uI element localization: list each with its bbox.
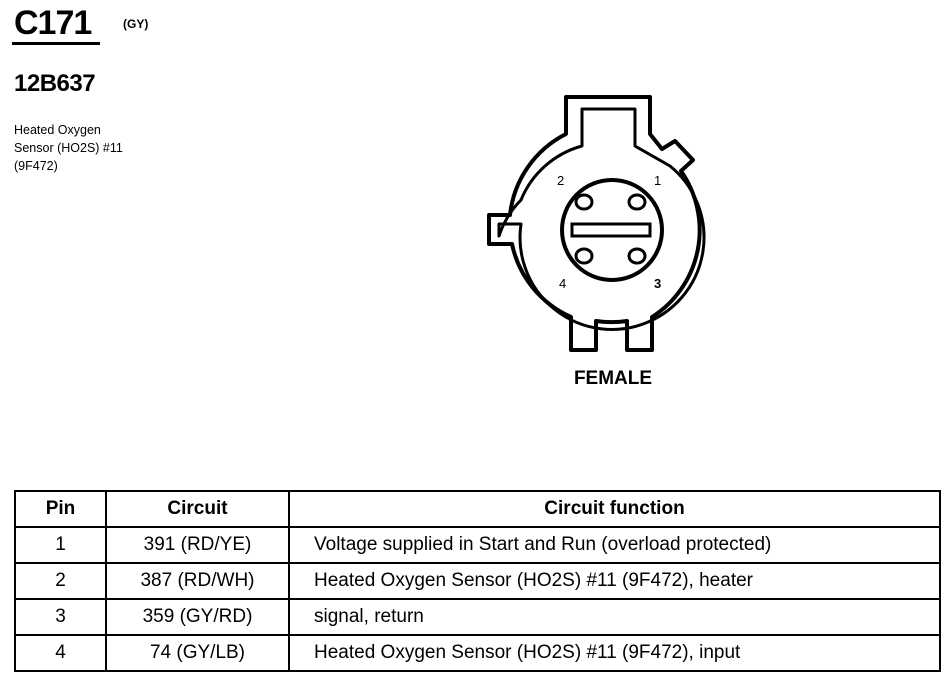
- cell-circuit: 74 (GY/LB): [105, 634, 290, 672]
- connector-color-code: (GY): [123, 17, 149, 31]
- center-key-bar: [570, 222, 652, 238]
- table-row: 1 391 (RD/YE) Voltage supplied in Start …: [14, 526, 941, 564]
- pin-label-4: 4: [559, 276, 566, 291]
- pin-label-2: 2: [557, 173, 564, 188]
- description-line-2: Sensor (HO2S) #11: [14, 141, 123, 155]
- connector-gender-label: FEMALE: [573, 368, 653, 389]
- connector-face-svg: 2 1 4 3: [487, 95, 706, 352]
- header-circuit-function: Circuit function: [288, 490, 941, 528]
- cell-circuit-function: Heated Oxygen Sensor (HO2S) #11 (9F472),…: [288, 634, 941, 672]
- cell-pin: 1: [14, 526, 107, 564]
- pin-label-1: 1: [654, 173, 661, 188]
- part-number: 12B637: [14, 70, 96, 97]
- pin-1-cavity: [627, 193, 647, 211]
- connector-id-underline: [12, 42, 100, 45]
- pin-3-cavity: [627, 247, 647, 265]
- cell-circuit: 359 (GY/RD): [105, 598, 290, 636]
- connector-description: Heated Oxygen Sensor (HO2S) #11 (9F472): [14, 121, 123, 175]
- description-line-3: (9F472): [14, 159, 58, 173]
- table-row: 3 359 (GY/RD) signal, return: [14, 598, 941, 636]
- cell-pin: 3: [14, 598, 107, 636]
- pin-4-cavity: [574, 247, 594, 265]
- cell-circuit-function: Heated Oxygen Sensor (HO2S) #11 (9F472),…: [288, 562, 941, 600]
- table-row: 4 74 (GY/LB) Heated Oxygen Sensor (HO2S)…: [14, 634, 941, 672]
- header-circuit: Circuit: [105, 490, 290, 528]
- pin-label-3: 3: [654, 276, 661, 291]
- pin-table: Pin Circuit Circuit function 1 391 (RD/Y…: [14, 490, 941, 672]
- cell-circuit: 391 (RD/YE): [105, 526, 290, 564]
- cell-circuit: 387 (RD/WH): [105, 562, 290, 600]
- header-pin: Pin: [14, 490, 107, 528]
- pin-table-header-row: Pin Circuit Circuit function: [14, 490, 941, 528]
- connector-id: C171: [14, 4, 92, 42]
- description-line-1: Heated Oxygen: [14, 123, 101, 137]
- table-row: 2 387 (RD/WH) Heated Oxygen Sensor (HO2S…: [14, 562, 941, 600]
- cell-pin: 2: [14, 562, 107, 600]
- cell-pin: 4: [14, 634, 107, 672]
- connector-face-diagram: 2 1 4 3: [480, 88, 730, 363]
- pin-2-cavity: [574, 193, 594, 211]
- cell-circuit-function: Voltage supplied in Start and Run (overl…: [288, 526, 941, 564]
- connector-housing-inner: [497, 107, 706, 331]
- cell-circuit-function: signal, return: [288, 598, 941, 636]
